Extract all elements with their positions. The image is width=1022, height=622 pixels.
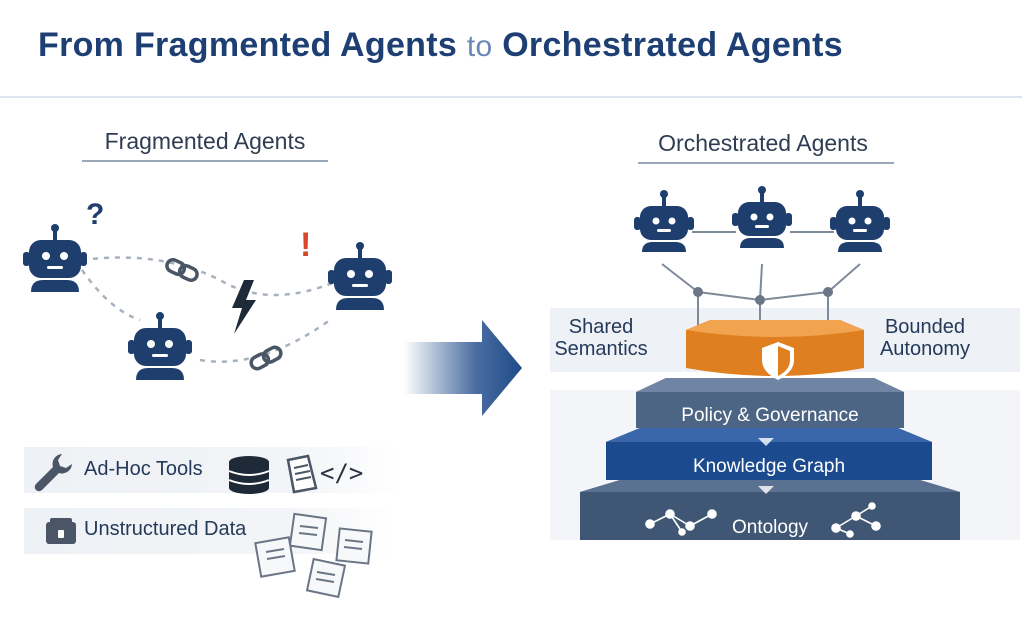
dashed-link-top — [81, 256, 341, 297]
graph-network-icon — [645, 509, 717, 536]
connection-nodes — [693, 287, 833, 305]
title-connector: to — [466, 30, 493, 63]
unstructured-data-label: Unstructured Data — [84, 518, 247, 540]
agent-connections — [661, 231, 861, 328]
policy-governance-label: Policy & Governance — [681, 405, 859, 426]
paper-icon — [288, 512, 328, 552]
graph-network-icon — [831, 502, 881, 538]
exclaim-mark: ! — [300, 226, 312, 264]
title-divider — [0, 96, 1022, 98]
chain-link-icon — [249, 345, 283, 371]
database-icon — [228, 456, 270, 494]
robot-icon — [732, 186, 792, 248]
code-icon: </> — [320, 459, 364, 487]
paper-icon — [305, 557, 347, 599]
robot-icon — [23, 224, 87, 292]
adhoc-tools-label: Ad-Hoc Tools — [84, 458, 203, 480]
shared-semantics-label: Shared Semantics — [554, 316, 648, 360]
adhoc-tools-band — [24, 447, 404, 493]
question-mark: ? — [86, 198, 105, 231]
wrench-icon — [34, 454, 72, 492]
page-title: From Fragmented Agents to Orchestrated A… — [0, 26, 1022, 65]
paper-icon — [335, 527, 373, 565]
document-icon — [286, 454, 318, 494]
lightning-icon — [232, 280, 256, 334]
robot-icon — [128, 312, 192, 380]
unstructured-data-band — [24, 508, 394, 554]
dashed-link-bottom — [199, 318, 331, 363]
orchestrated-title-underline — [638, 162, 894, 164]
fragmented-title-underline — [82, 160, 328, 162]
down-indicator-icon — [758, 438, 774, 446]
folder-lock-icon — [46, 518, 76, 544]
robot-icon — [328, 242, 392, 310]
robot-icon — [830, 190, 890, 252]
chain-link-icon — [165, 258, 199, 282]
ontology-label: Ontology — [731, 517, 809, 538]
down-indicator-icon — [758, 486, 774, 494]
orchestrated-stack-diagram — [550, 186, 1020, 540]
ontology-layer — [580, 480, 960, 540]
title-left: From Fragmented Agents — [38, 26, 458, 64]
fragmented-agents-diagram — [23, 224, 392, 380]
title-right: Orchestrated Agents — [502, 26, 843, 64]
paper-icon — [254, 536, 296, 578]
orchestrated-section-title: Orchestrated Agents — [658, 130, 868, 156]
robot-icon — [634, 190, 694, 252]
transition-arrow — [404, 320, 522, 416]
scattered-documents-icon — [254, 512, 373, 599]
knowledge-graph-label: Knowledge Graph — [692, 456, 846, 477]
bounded-autonomy-label: Bounded Autonomy — [879, 316, 971, 360]
fragmented-section-title: Fragmented Agents — [104, 128, 306, 154]
dashed-link-left — [80, 269, 141, 322]
